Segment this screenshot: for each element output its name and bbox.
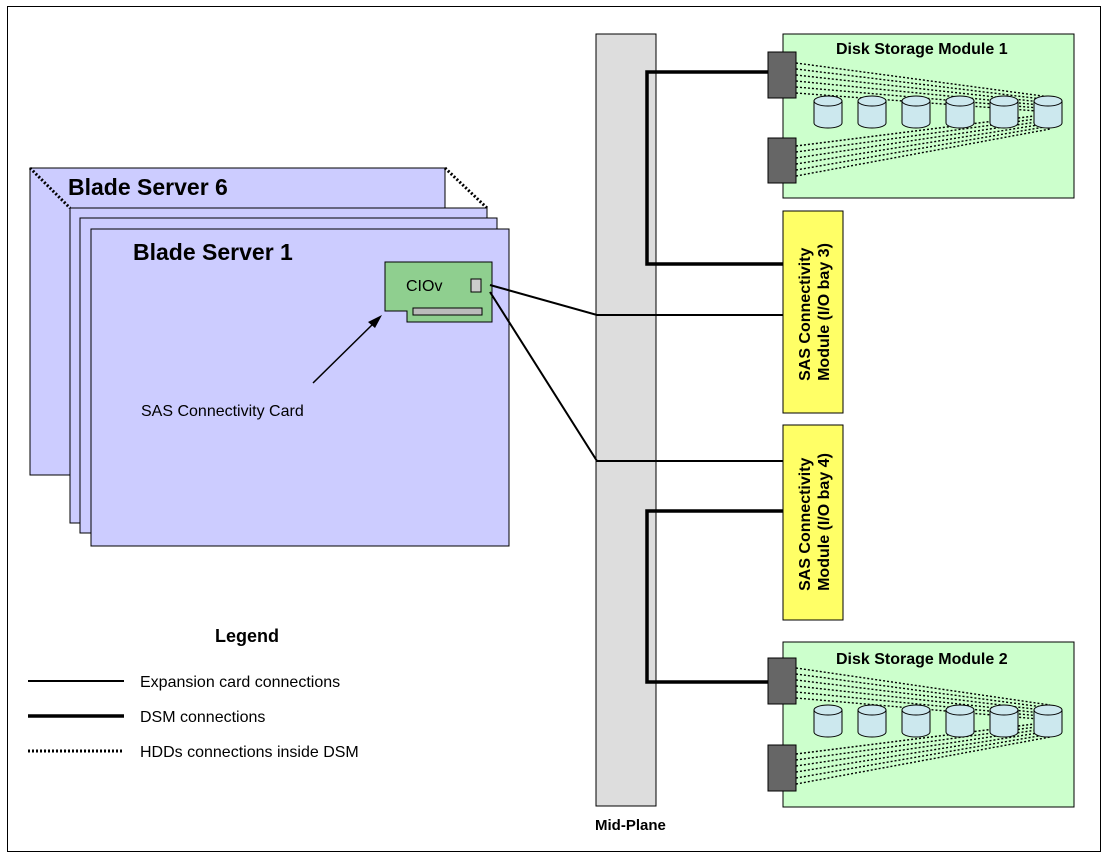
- sas-module-bay4-label: SAS Connectivity Module (I/O bay 4): [797, 453, 833, 591]
- sas-module-bay3-box: [782, 210, 844, 414]
- hdd-icon: [857, 704, 887, 738]
- expansion-link-bay3: [489, 284, 783, 316]
- hdd-icon: [989, 704, 1019, 738]
- hdd-link: [795, 667, 1051, 706]
- hdd-icon: [945, 704, 975, 738]
- hdd-link: [795, 736, 1051, 785]
- expansion-card-connections: [489, 284, 783, 462]
- dsm-2-disks: [813, 704, 1063, 738]
- hdd-link: [795, 62, 1051, 98]
- hdd-icon: [901, 95, 931, 129]
- hdd-link: [795, 119, 1051, 159]
- legend-title: Legend: [215, 626, 279, 646]
- dsm-1-port-bottom: [767, 137, 797, 184]
- dsm-connections: [645, 70, 783, 684]
- sas-module-bay3: SAS Connectivity Module (I/O bay 3): [782, 210, 844, 414]
- hdd-icon: [1033, 704, 1063, 738]
- ciov-card: CIOv: [384, 261, 493, 323]
- hdd-icon: [945, 95, 975, 129]
- ciov-connector-slot: [412, 307, 483, 316]
- sas-module-bay4-line1: SAS Connectivity: [797, 457, 814, 590]
- legend-item-hdd: HDDs connections inside DSM: [140, 744, 359, 761]
- hdd-icon: [901, 704, 931, 738]
- legend: Legend Expansion card connections DSM co…: [28, 626, 359, 761]
- hdd-icon: [813, 95, 843, 129]
- stack-edge-right: [443, 166, 489, 210]
- hdd-link: [795, 122, 1051, 165]
- expansion-link-bay4: [489, 291, 783, 462]
- midplane-label: Mid-Plane: [595, 817, 666, 834]
- dsm2-link: [645, 509, 783, 684]
- hdd-link: [795, 673, 1051, 709]
- dsm-2-port-bottom: [767, 744, 797, 792]
- sas-module-bay4-box: [782, 424, 844, 621]
- hdd-link: [795, 68, 1051, 101]
- sas-module-bay3-line2: Module (I/O bay 3): [816, 243, 833, 381]
- hdd-link: [795, 128, 1051, 177]
- hdd-icon: [857, 95, 887, 129]
- sas-module-bay4-line2: Module (I/O bay 4): [816, 453, 833, 591]
- callout-arrow-line: [312, 321, 376, 384]
- hdd-link: [795, 727, 1051, 767]
- legend-item-expansion: Expansion card connections: [140, 674, 340, 691]
- sas-module-bay3-label: SAS Connectivity Module (I/O bay 3): [797, 243, 833, 381]
- dsm-1-disks: [813, 95, 1063, 129]
- dsm1-link: [645, 70, 783, 266]
- hdd-icon: [813, 704, 843, 738]
- sas-connectivity-card-label: SAS Connectivity Card: [141, 403, 304, 420]
- blade-server-1-title: Blade Server 1: [133, 239, 293, 265]
- stack-edge-left: [28, 166, 72, 210]
- legend-item-dsm: DSM connections: [140, 709, 265, 726]
- dsm-1-title: Disk Storage Module 1: [836, 41, 1008, 58]
- sas-module-bay3-line1: SAS Connectivity: [797, 247, 814, 380]
- blade-server-stack: Blade Server 6 Blade Server 1 CIOv SAS C…: [28, 166, 510, 547]
- dsm-2: Disk Storage Module 2: [767, 641, 1075, 808]
- dsm-1-port-top: [767, 51, 797, 99]
- ciov-port: [470, 278, 482, 293]
- dsm-2-title: Disk Storage Module 2: [836, 651, 1008, 668]
- hdd-icon: [989, 95, 1019, 129]
- dsm-2-port-top: [767, 657, 797, 705]
- hdd-link: [795, 730, 1051, 773]
- blade-server-6-title: Blade Server 6: [68, 174, 228, 200]
- hdd-icon: [1033, 95, 1063, 129]
- hdd-link: [795, 125, 1051, 171]
- dsm-1: Disk Storage Module 1: [767, 33, 1075, 199]
- ciov-label: CIOv: [406, 278, 442, 295]
- ciov-card-board: [384, 261, 493, 323]
- sas-module-bay4: SAS Connectivity Module (I/O bay 4): [782, 424, 844, 621]
- hdd-link: [795, 733, 1051, 779]
- callout-arrowhead: [368, 315, 382, 328]
